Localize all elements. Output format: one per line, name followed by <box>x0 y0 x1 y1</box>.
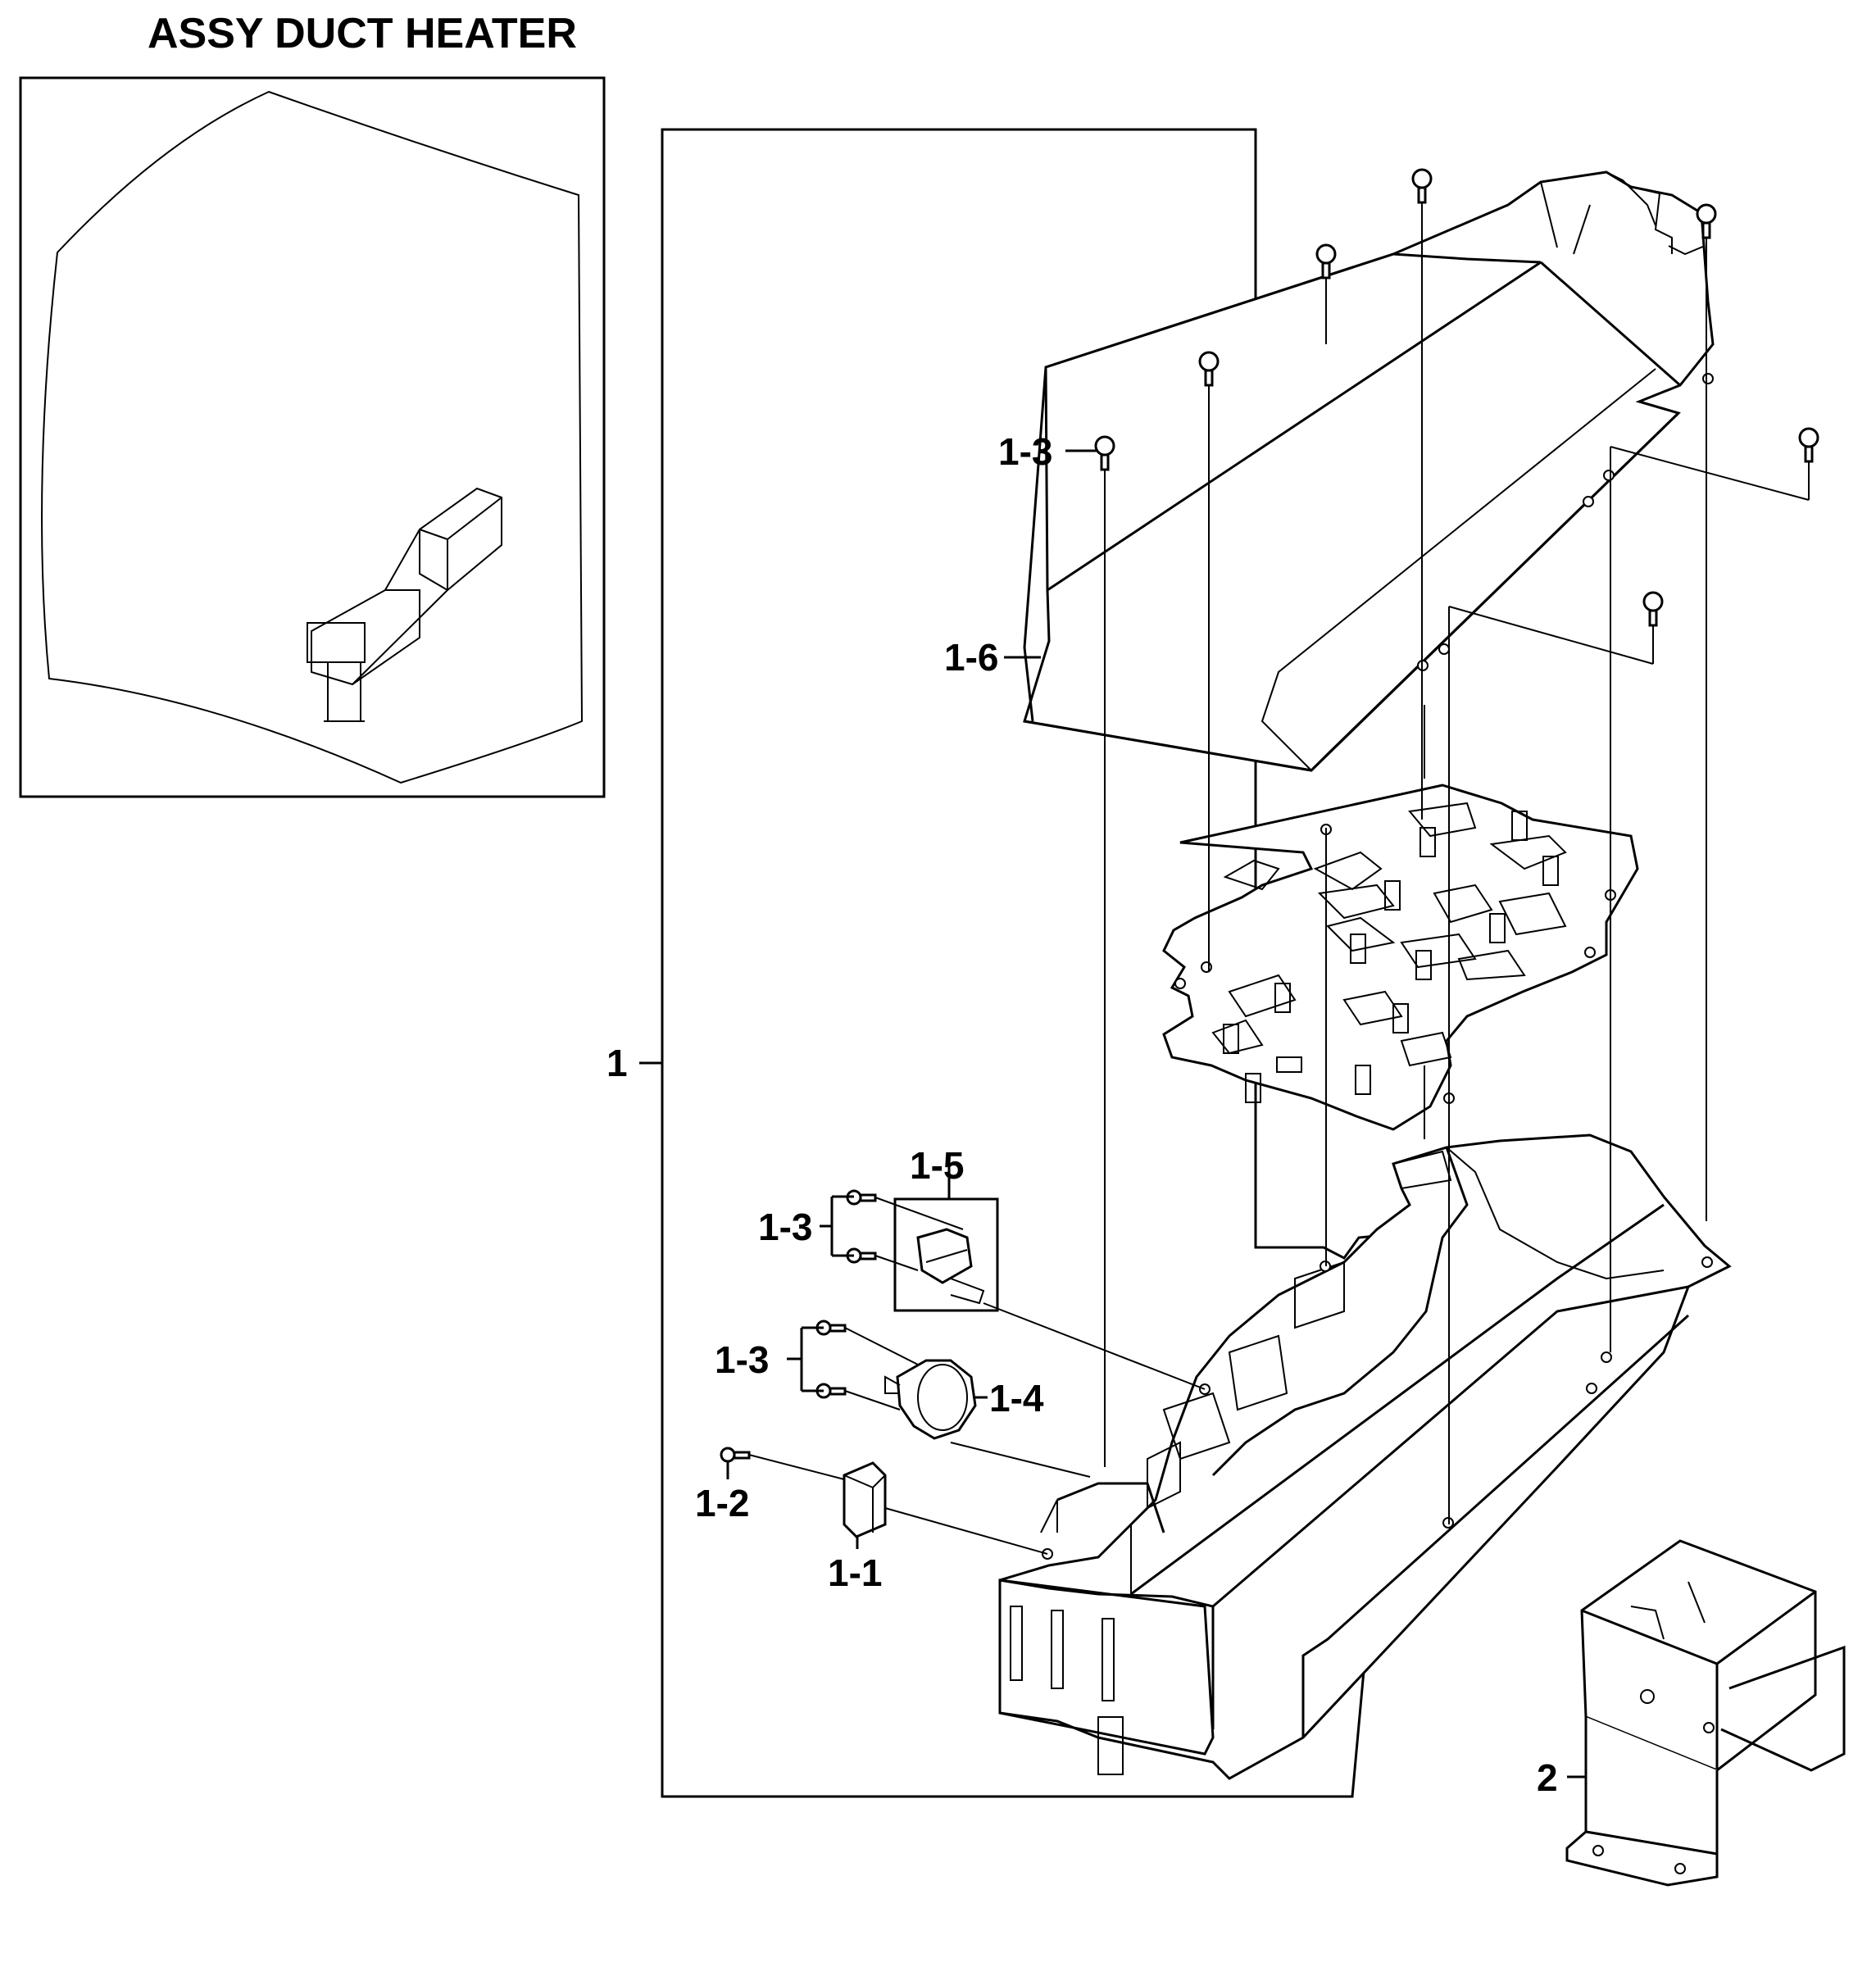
duct-housing <box>998 1133 1732 1780</box>
overview-panel <box>19 76 606 798</box>
diagram-title: ASSY DUCT HEATER <box>148 10 577 57</box>
callout-1-2: 1-2 <box>695 1482 749 1524</box>
heater-cover <box>1023 170 1715 772</box>
fuse-1-1 <box>843 1461 887 1538</box>
screws <box>720 168 1819 1463</box>
assembly-lines <box>748 202 1810 1555</box>
thermostat-1-5 <box>893 1197 999 1312</box>
heater-element-plate <box>1162 784 1639 1131</box>
callout-1: 1 <box>606 1042 628 1084</box>
callout-1-5: 1-5 <box>910 1144 964 1187</box>
overview-heater-thumbnail <box>307 487 502 722</box>
callout-1-1: 1-1 <box>828 1551 882 1594</box>
callout-1-3-mid: 1-3 <box>758 1206 812 1248</box>
assembly-frame <box>661 128 1403 1798</box>
callout-1-4: 1-4 <box>989 1377 1044 1420</box>
callouts: 1 1-3 1-6 1-5 1-3 1-3 1-4 1-2 1-1 2 <box>606 430 1558 1799</box>
leader-lines <box>639 449 1586 1778</box>
callout-2: 2 <box>1537 1756 1558 1799</box>
mounting-bracket <box>1565 1539 1846 1887</box>
thermostat-1-4 <box>884 1359 977 1440</box>
callout-1-3-top: 1-3 <box>998 430 1052 473</box>
callout-1-6: 1-6 <box>944 636 998 679</box>
callout-1-3-low: 1-3 <box>715 1338 769 1381</box>
